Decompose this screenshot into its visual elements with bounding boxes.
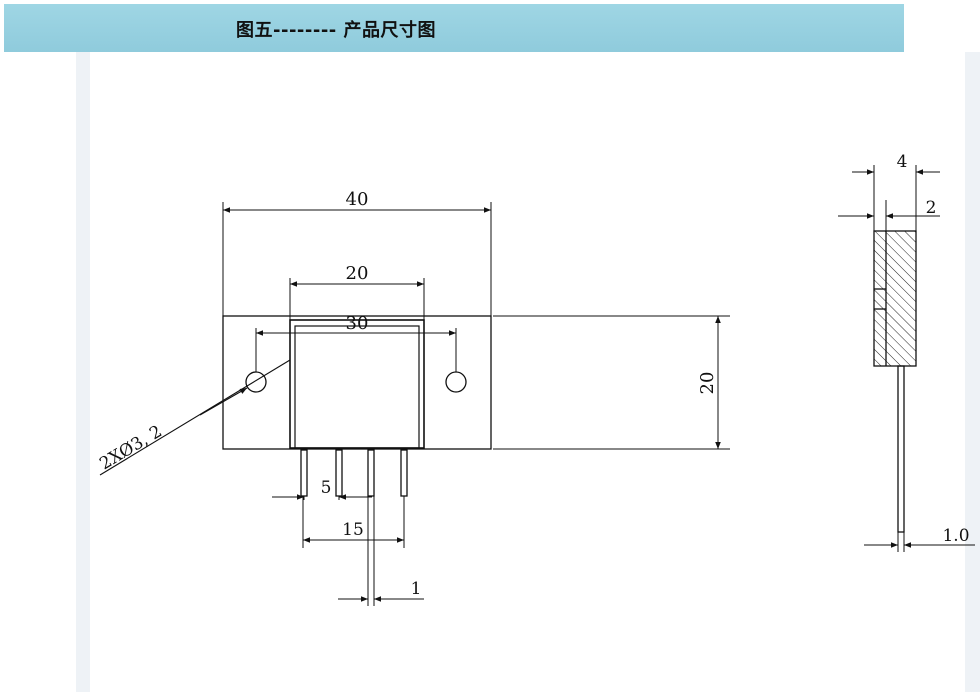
pin-4 [400, 449, 408, 497]
dim-line-lead-thickness [864, 532, 975, 552]
dim-line-total-width [222, 202, 492, 316]
page-title: 图五-------- 产品尺寸图 [236, 20, 437, 41]
dim-line-hole-spacing [255, 328, 457, 372]
dim-line-pin-span [302, 496, 405, 548]
dim-label-total-width: 40 [346, 189, 369, 210]
mounting-hole-left [245, 371, 267, 393]
dim-line-height [493, 315, 730, 450]
hole-callout-leader [99, 359, 291, 476]
dim-line-pin-pitch [272, 494, 372, 500]
dim-label-lead-thickness: 1.0 [942, 526, 969, 546]
mounting-hole-right [445, 371, 467, 393]
side-view-lead [897, 365, 905, 533]
front-view-outline [222, 315, 492, 450]
dim-line-pin-width [338, 496, 424, 606]
right-margin-strip [965, 52, 980, 692]
hole-callout-label: 2XØ3, 2 [96, 422, 165, 475]
title-banner: 图五-------- 产品尺寸图 [4, 4, 904, 52]
dim-label-body-thickness: 2 [926, 198, 937, 218]
dim-label-body-width: 20 [346, 263, 369, 284]
dim-label-pin-pitch: 5 [321, 478, 332, 498]
dim-line-body-width [289, 278, 425, 320]
left-margin-strip [76, 52, 90, 692]
pin-2 [335, 449, 343, 497]
pin-3 [367, 449, 375, 497]
dim-label-pin-width: 1 [411, 579, 422, 599]
dim-label-hole-spacing: 30 [346, 313, 369, 334]
dim-line-total-thickness [852, 165, 940, 231]
dim-label-total-thickness: 4 [897, 152, 908, 172]
pin-1 [300, 449, 308, 497]
front-view-body [289, 319, 425, 449]
dim-label-pin-span: 15 [342, 520, 364, 540]
dim-line-body-thickness [838, 200, 940, 231]
dim-label-height: 20 [697, 372, 718, 395]
side-view-body [873, 230, 917, 367]
